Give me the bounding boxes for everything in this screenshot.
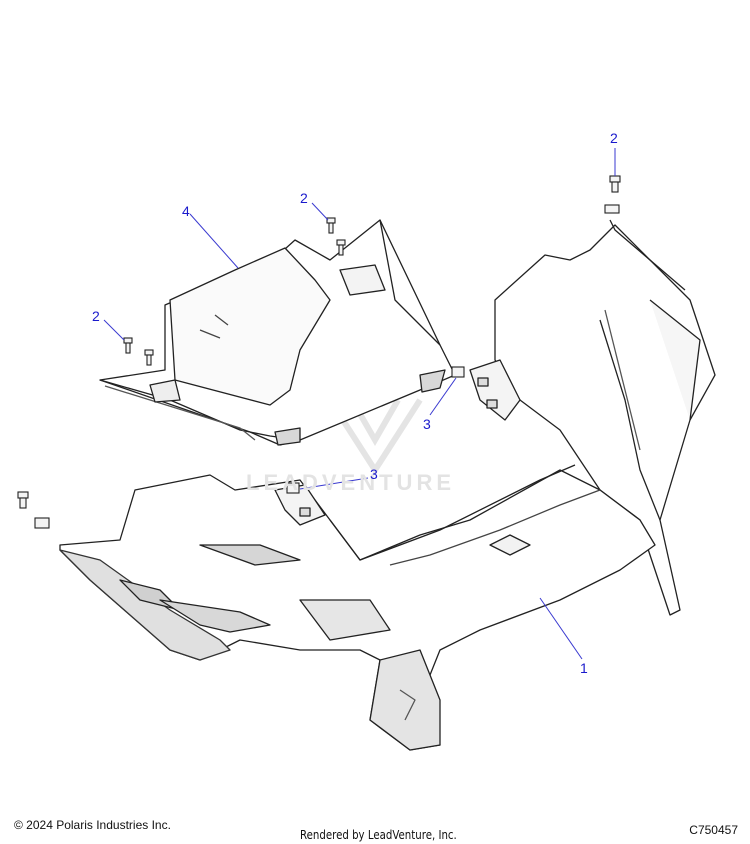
- rendered-by-text: Rendered by LeadVenture, Inc.: [300, 828, 457, 842]
- nut-right: [451, 366, 465, 378]
- copyright-text: © 2024 Polaris Industries Inc.: [14, 818, 171, 832]
- screw-top-right: [609, 175, 621, 193]
- nut-top-right: [604, 204, 620, 214]
- diagram-id: C750457: [689, 823, 738, 837]
- nut-center: [286, 482, 300, 494]
- callout-3-center: 3: [370, 466, 378, 482]
- leader-2-middle: [311, 202, 329, 221]
- leader-2-left: [103, 319, 125, 341]
- leader-1: [539, 597, 583, 660]
- screw-top-middle-b: [336, 239, 346, 256]
- screw-left-b: [144, 349, 154, 366]
- callout-2-middle: 2: [300, 190, 308, 206]
- part-4-deflector: [99, 219, 456, 446]
- leader-3-center: [299, 477, 369, 490]
- leader-3-right: [429, 377, 457, 416]
- screw-top-middle-a: [326, 217, 336, 234]
- screw-left-a: [123, 337, 133, 354]
- part-1-front-cab: [59, 219, 716, 751]
- screw-far-left: [17, 491, 29, 509]
- fasteners: [17, 175, 621, 529]
- callout-4: 4: [182, 203, 190, 219]
- watermark-text: LEADVENTURE: [246, 470, 456, 495]
- callout-3-right: 3: [423, 416, 431, 432]
- nut-far-left: [34, 517, 50, 529]
- callout-2-left: 2: [92, 308, 100, 324]
- callout-2-top: 2: [610, 130, 618, 146]
- callout-1: 1: [580, 660, 588, 676]
- leader-4: [189, 213, 239, 269]
- leader-lines: [103, 148, 616, 660]
